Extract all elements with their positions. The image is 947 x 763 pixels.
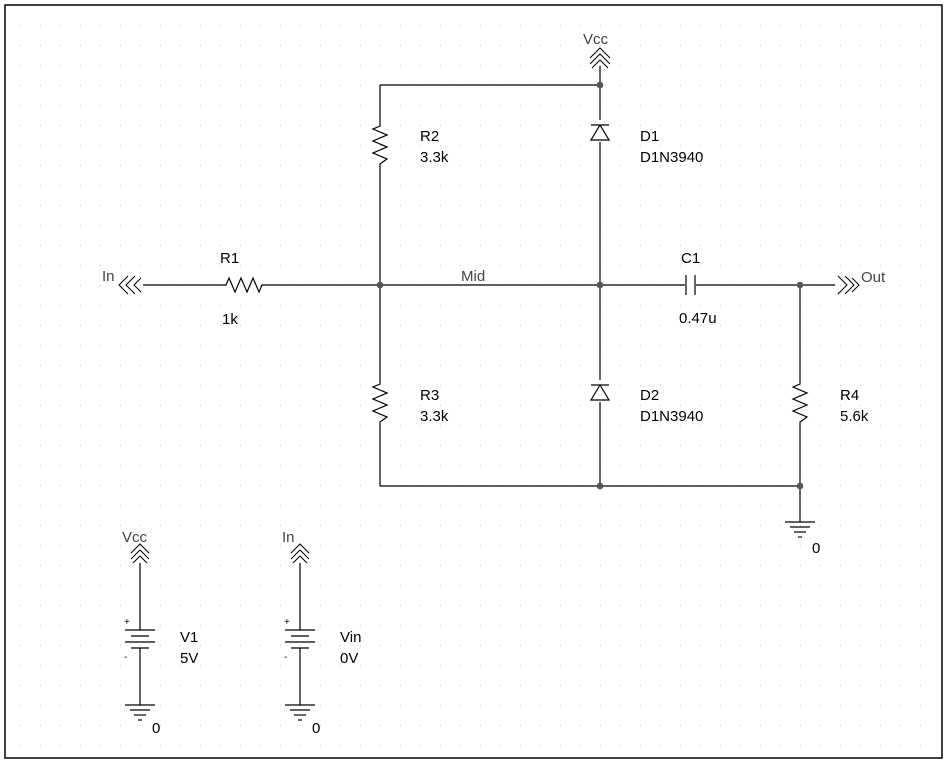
junction-dot — [596, 482, 604, 490]
v1-value: 5V — [180, 650, 198, 667]
r3-ref: R3 — [420, 387, 439, 404]
v1-ref: V1 — [180, 629, 198, 646]
r2-ref: R2 — [420, 128, 439, 145]
capacitor-c1[interactable]: C1 0.47u — [679, 250, 717, 327]
plus-sign: + — [284, 617, 290, 628]
diode-d1[interactable]: D1 D1N3940 — [589, 123, 703, 166]
d1-value: D1N3940 — [640, 149, 703, 166]
junction-dot — [796, 482, 804, 490]
grid-dots — [20, 25, 921, 746]
voltage-source-vin[interactable]: In + - 0 Vin 0V — [282, 529, 361, 737]
r1-ref: R1 — [220, 250, 239, 267]
junction-dot — [376, 281, 384, 289]
vin-value: 0V — [340, 650, 358, 667]
r4-ref: R4 — [840, 387, 859, 404]
resistor-r1[interactable]: R1 1k — [220, 250, 266, 328]
diode-d2[interactable]: D2 D1N3940 — [589, 383, 703, 425]
voltage-source-v1[interactable]: Vcc + - 0 V1 5V — [122, 529, 198, 737]
vin-ref: Vin — [340, 629, 361, 646]
schematic-frame — [4, 4, 943, 759]
junction-dot — [796, 281, 804, 289]
c1-ref: C1 — [681, 250, 700, 267]
out-port-label: Out — [861, 269, 886, 286]
plus-sign: + — [124, 617, 130, 628]
junction-dot — [596, 281, 604, 289]
vin-in-label: In — [282, 529, 295, 546]
resistor-r2[interactable]: R2 3.3k — [371, 122, 449, 168]
minus-sign: - — [124, 652, 127, 663]
vcc-port-label: Vcc — [583, 31, 609, 48]
ground-label: 0 — [152, 720, 160, 737]
r3-value: 3.3k — [420, 408, 449, 425]
minus-sign: - — [284, 652, 287, 663]
vcc-port-top[interactable]: Vcc — [583, 31, 611, 69]
in-port[interactable]: In — [102, 268, 142, 295]
r2-value: 3.3k — [420, 149, 449, 166]
ground-label: 0 — [812, 540, 820, 557]
r4-value: 5.6k — [840, 408, 869, 425]
r1-value: 1k — [222, 311, 238, 328]
out-port[interactable]: Out — [837, 269, 886, 295]
net-label-mid: Mid — [461, 268, 485, 285]
d2-ref: D2 — [640, 387, 659, 404]
in-port-label: In — [102, 268, 115, 285]
c1-value: 0.47u — [679, 310, 717, 327]
d1-ref: D1 — [640, 128, 659, 145]
junctions — [376, 81, 804, 490]
ground-label: 0 — [312, 720, 320, 737]
resistor-r3[interactable]: R3 3.3k — [371, 377, 449, 430]
ground-symbol-main: 0 — [785, 521, 820, 557]
resistor-r4[interactable]: R4 5.6k — [791, 378, 869, 426]
d2-value: D1N3940 — [640, 408, 703, 425]
wires — [143, 66, 835, 522]
v1-vcc-label: Vcc — [122, 529, 148, 546]
junction-dot — [596, 81, 604, 89]
